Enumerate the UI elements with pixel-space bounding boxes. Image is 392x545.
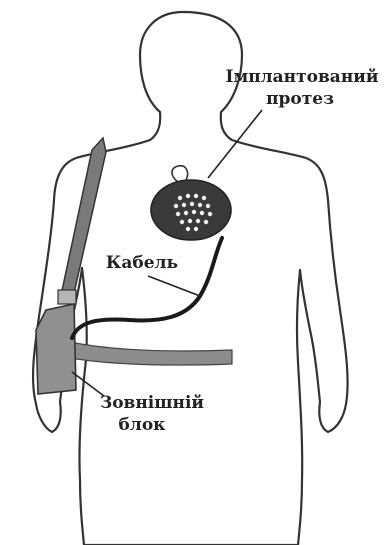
implant-label-line2: протез xyxy=(266,89,334,109)
external-unit-label-line1: Зовнішній xyxy=(100,393,204,413)
cable-label: Кабель xyxy=(106,253,178,273)
external-unit xyxy=(36,304,76,394)
external-unit-label-line2: блок xyxy=(119,415,167,435)
implant-label-line1: Імплантований xyxy=(226,67,379,87)
